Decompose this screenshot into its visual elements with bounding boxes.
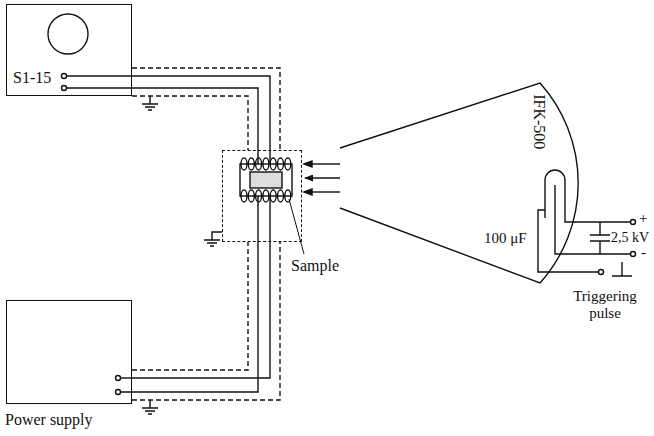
flash-lamp-reflector: IFK-500 — [340, 78, 580, 288]
signal-name: Triggering pulse — [560, 288, 650, 323]
ground-symbol — [204, 232, 222, 246]
wire — [258, 150, 270, 242]
terminal — [631, 252, 636, 257]
terminal — [631, 220, 636, 225]
coil-winding — [241, 158, 291, 202]
pulse-symbol — [612, 262, 632, 276]
terminal-sign: + — [639, 210, 647, 227]
box-label: S1-15 — [13, 69, 51, 87]
ground-symbol — [142, 96, 158, 110]
sample — [250, 172, 282, 188]
light-arrow — [310, 191, 340, 192]
reflector-cone — [340, 83, 578, 283]
arrowhead — [304, 161, 312, 167]
cable-shield — [132, 96, 248, 150]
terminal — [116, 376, 121, 381]
shielded-cable — [132, 242, 270, 378]
cable-shield — [132, 68, 280, 150]
coil-turn — [248, 190, 254, 202]
power-supply-box: Power supply — [6, 300, 132, 404]
coil-former — [240, 164, 292, 196]
cable-shield — [132, 242, 248, 370]
coil-turn — [278, 158, 284, 170]
coil-turn — [248, 158, 254, 170]
scope-screen — [48, 14, 88, 54]
terminal — [62, 86, 67, 91]
wire — [67, 88, 259, 150]
capacitance-value: 100 μF — [484, 230, 527, 247]
terminal — [599, 270, 604, 275]
wire — [565, 218, 630, 222]
wire — [538, 210, 598, 272]
flash-lamp-bulb — [545, 170, 565, 218]
coil-turn — [278, 190, 284, 202]
box-label: Sample — [291, 257, 339, 275]
terminal-sign: - — [641, 244, 646, 261]
lamp-name: IFK-500 — [531, 94, 549, 149]
sample-holder: Sample — [222, 150, 302, 242]
box-label: Power supply — [5, 411, 93, 429]
coil-turn — [241, 190, 247, 202]
coil-turn — [270, 190, 276, 202]
wire — [121, 377, 133, 378]
cable-shield — [132, 242, 280, 400]
light-arrow — [305, 177, 340, 178]
coil-turn — [270, 158, 276, 170]
coil-turn — [263, 190, 269, 202]
coil-turn — [285, 190, 291, 202]
wire — [121, 242, 259, 392]
shielded-cable — [132, 76, 270, 150]
voltage-value: 2,5 kV — [611, 230, 649, 246]
coil-turn — [285, 158, 291, 170]
terminal — [116, 390, 121, 395]
light-arrow — [310, 163, 340, 164]
coil-turn — [241, 158, 247, 170]
arrowhead — [304, 189, 312, 195]
ground-symbol — [142, 400, 158, 414]
oscilloscope-box: S1-15 — [6, 4, 132, 96]
wire — [67, 75, 133, 76]
terminal — [62, 74, 67, 79]
capacitor-symbol — [590, 222, 610, 254]
coil-turn — [263, 158, 269, 170]
